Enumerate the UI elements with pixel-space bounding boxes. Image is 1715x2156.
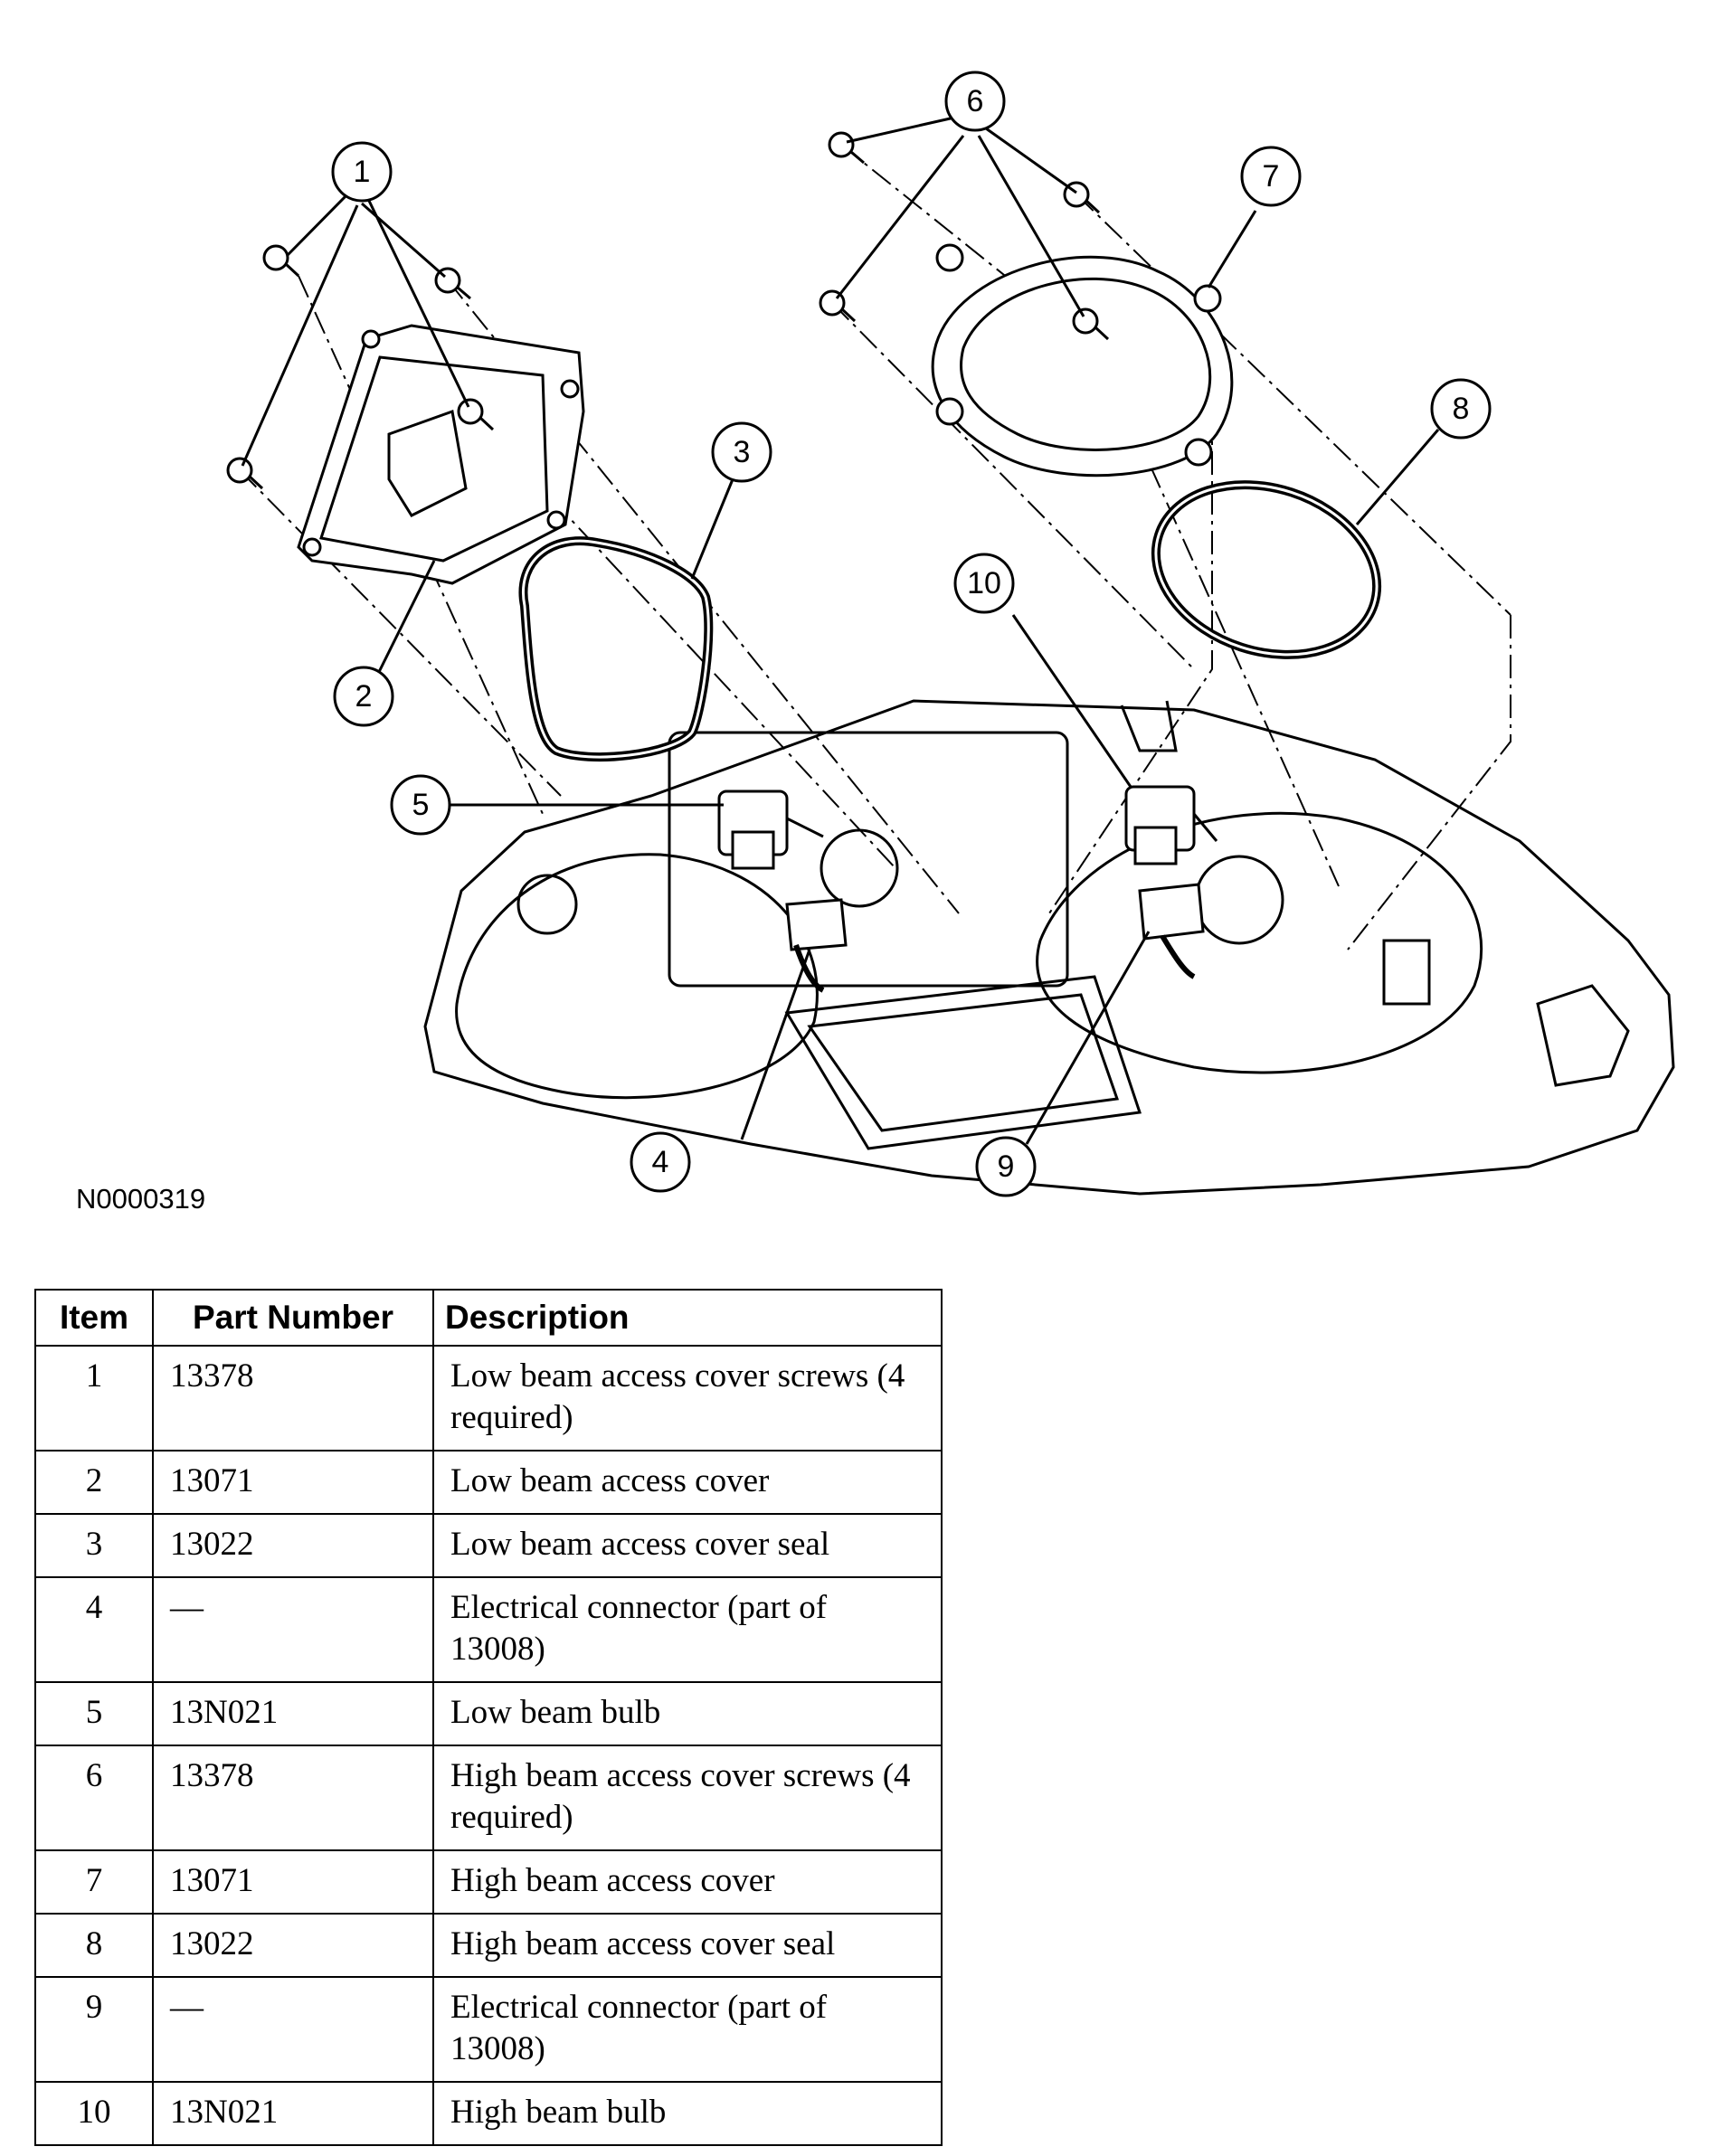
high-beam-access-cover-seal — [1151, 480, 1382, 659]
callout-5: 5 — [390, 774, 451, 836]
callout-4-label: 4 — [652, 1145, 669, 1179]
cell-description: High beam access cover — [432, 1849, 943, 1915]
cell-item: 6 — [34, 1745, 154, 1851]
table-row: 7 13071 High beam access cover — [34, 1849, 943, 1915]
headlamp-housing — [423, 699, 1675, 1196]
cell-description: Low beam access cover seal — [432, 1513, 943, 1578]
cell-part-number: 13N021 — [152, 1681, 434, 1746]
header-description: Description — [432, 1289, 943, 1347]
high-beam-connector — [1138, 883, 1205, 979]
callout-8: 8 — [1430, 378, 1492, 440]
cell-part-number: 13022 — [152, 1513, 434, 1578]
table-row: 10 13N021 High beam bulb — [34, 2081, 943, 2146]
high-beam-bulb — [1124, 785, 1218, 865]
table-row: 5 13N021 Low beam bulb — [34, 1681, 943, 1746]
high-beam-cover-screws — [819, 131, 1110, 341]
cell-item: 5 — [34, 1681, 154, 1746]
header-part-number: Part Number — [152, 1289, 434, 1347]
callout-9: 9 — [975, 1136, 1037, 1197]
figure-id: N0000319 — [76, 1183, 206, 1215]
callout-7-label: 7 — [1263, 159, 1280, 194]
low-beam-connector — [785, 898, 848, 993]
low-beam-access-cover — [297, 324, 585, 585]
cell-part-number: — — [152, 1976, 434, 2083]
callout-3: 3 — [711, 421, 772, 483]
callout-6: 6 — [944, 71, 1006, 132]
cell-item: 10 — [34, 2081, 154, 2146]
callout-1-label: 1 — [354, 155, 371, 189]
cell-item: 2 — [34, 1450, 154, 1515]
cell-description: Low beam access cover screws (4 required… — [432, 1345, 943, 1452]
callout-2: 2 — [333, 666, 394, 727]
cell-item: 7 — [34, 1849, 154, 1915]
parts-table: Item Part Number Description 1 13378 Low… — [34, 1289, 943, 2146]
table-row: 2 13071 Low beam access cover — [34, 1450, 943, 1515]
cell-description: Low beam bulb — [432, 1681, 943, 1746]
cell-part-number: 13071 — [152, 1450, 434, 1515]
callout-8-label: 8 — [1453, 392, 1470, 426]
cell-description: Electrical connector (part of 13008) — [432, 1576, 943, 1683]
high-beam-access-cover — [931, 243, 1234, 478]
callout-4: 4 — [630, 1131, 691, 1193]
cell-item: 3 — [34, 1513, 154, 1578]
header-item: Item — [34, 1289, 154, 1347]
headlamp-exploded-diagram: 1 2 3 4 5 6 7 8 9 10 — [226, 71, 1675, 1197]
table-row: 8 13022 High beam access cover seal — [34, 1913, 943, 1978]
callout-7: 7 — [1240, 146, 1302, 207]
callout-3-label: 3 — [734, 435, 751, 469]
low-beam-access-cover-seal — [518, 536, 714, 762]
cell-description: Low beam access cover — [432, 1450, 943, 1515]
callout-9-label: 9 — [998, 1149, 1015, 1184]
table-row: 3 13022 Low beam access cover seal — [34, 1513, 943, 1578]
cell-description: Electrical connector (part of 13008) — [432, 1976, 943, 2083]
cell-part-number: 13378 — [152, 1745, 434, 1851]
cell-part-number: 13N021 — [152, 2081, 434, 2146]
callout-10: 10 — [953, 553, 1015, 614]
cell-description: High beam access cover seal — [432, 1913, 943, 1978]
table-row: 1 13378 Low beam access cover screws (4 … — [34, 1345, 943, 1452]
cell-part-number: — — [152, 1576, 434, 1683]
callout-2-label: 2 — [355, 679, 373, 714]
cell-item: 9 — [34, 1976, 154, 2083]
table-header-row: Item Part Number Description — [34, 1289, 943, 1347]
low-beam-cover-screws — [226, 244, 495, 490]
table-row: 4 — Electrical connector (part of 13008) — [34, 1576, 943, 1683]
cell-description: High beam access cover screws (4 require… — [432, 1745, 943, 1851]
callout-6-label: 6 — [967, 84, 984, 118]
leader-lines — [241, 116, 1440, 1145]
cell-part-number: 13378 — [152, 1345, 434, 1452]
cell-description: High beam bulb — [432, 2081, 943, 2146]
cell-item: 8 — [34, 1913, 154, 1978]
cell-item: 4 — [34, 1576, 154, 1683]
cell-part-number: 13071 — [152, 1849, 434, 1915]
callout-5-label: 5 — [412, 788, 430, 822]
cell-item: 1 — [34, 1345, 154, 1452]
table-row: 6 13378 High beam access cover screws (4… — [34, 1745, 943, 1851]
callout-10-label: 10 — [967, 566, 1001, 600]
low-beam-bulb — [717, 790, 824, 870]
callout-1: 1 — [331, 141, 393, 203]
table-row: 9 — Electrical connector (part of 13008) — [34, 1976, 943, 2083]
cell-part-number: 13022 — [152, 1913, 434, 1978]
